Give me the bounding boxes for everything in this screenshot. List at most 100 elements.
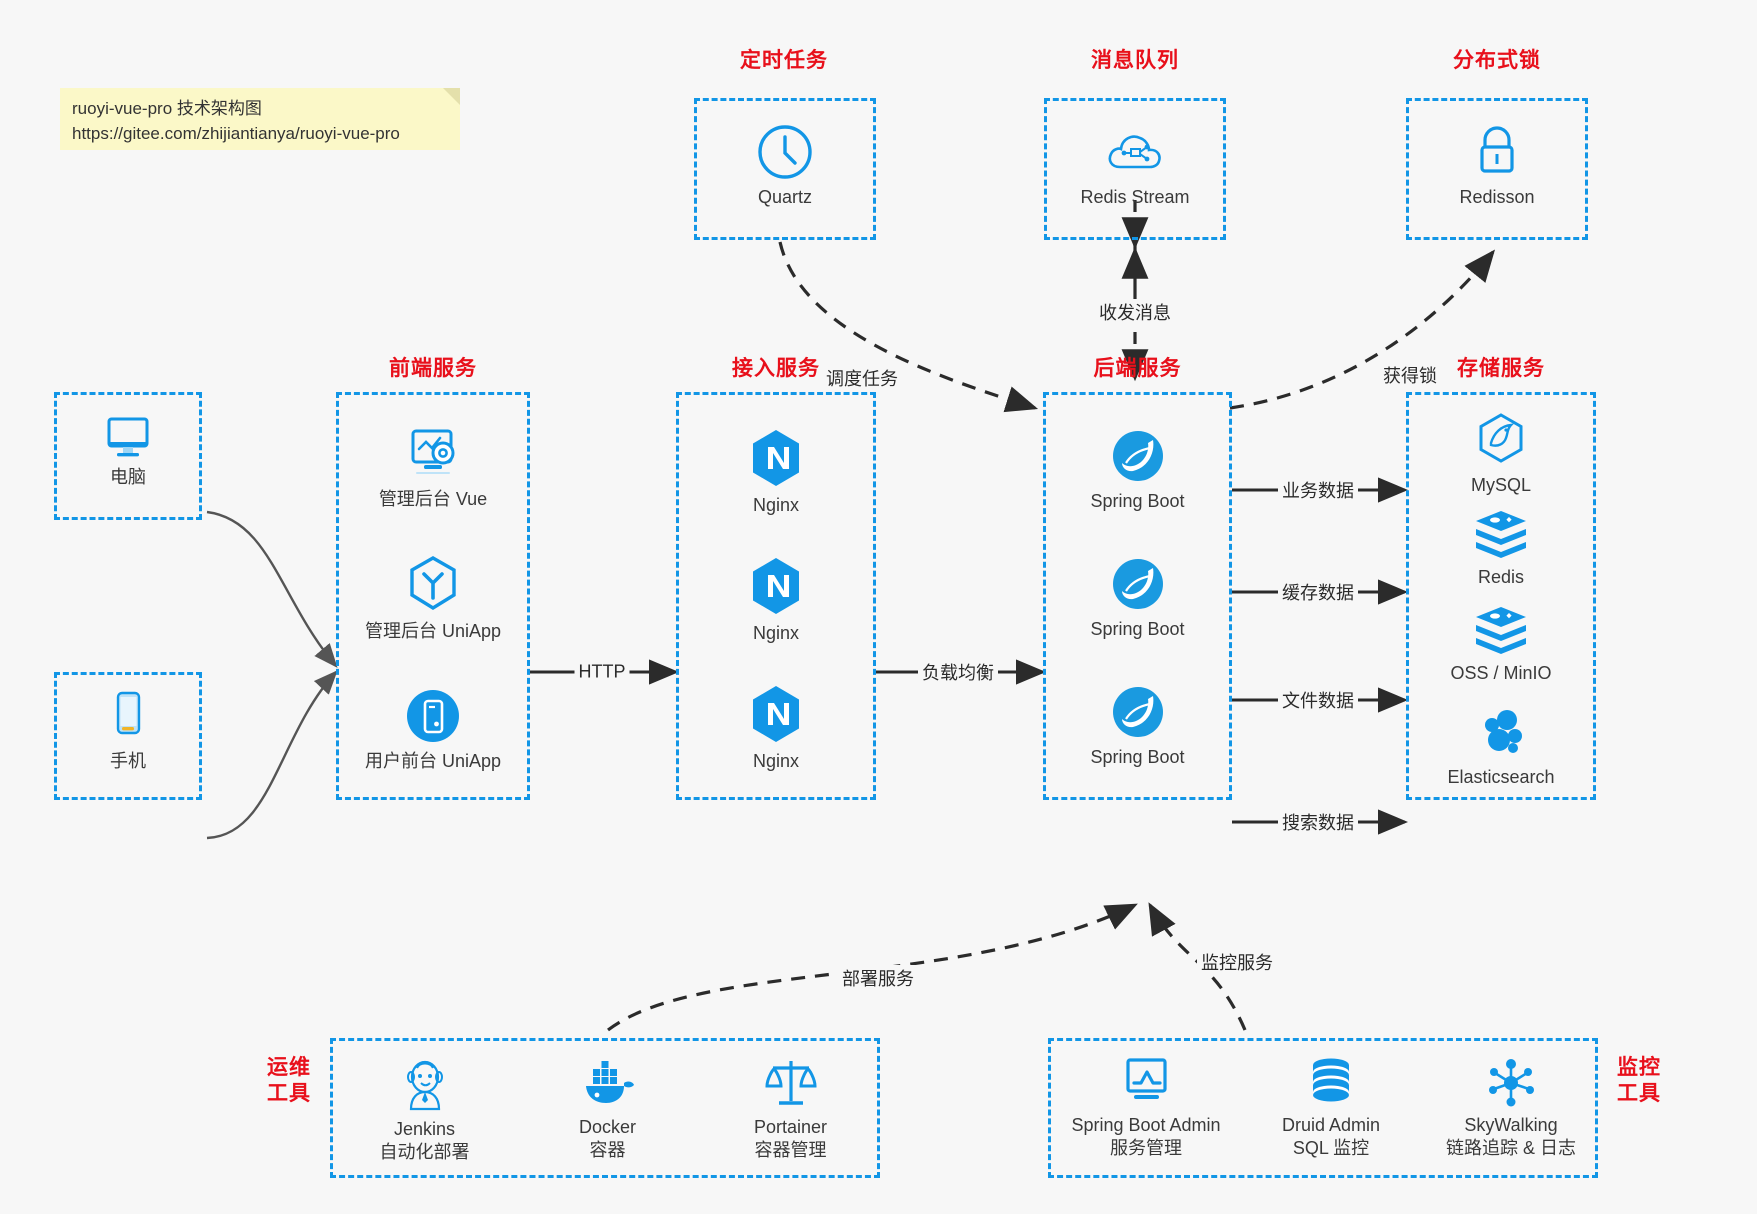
group-title-backend: 后端服务 — [1093, 357, 1182, 380]
group-frontend: 管理后台 Vue 管理后台 UniApp 用户前台 UniApp — [336, 392, 530, 800]
node-label: Spring Boot — [1090, 619, 1185, 639]
group-lock: Redisson — [1406, 98, 1588, 240]
group-storage: MySQL Redis OSS / MinIO — [1406, 392, 1596, 800]
edge-label-deploy-service: 部署服务 — [838, 965, 918, 991]
desktop-icon — [107, 417, 149, 457]
node-label: OSS / MinIO — [1450, 663, 1552, 683]
edge-label-file-data: 文件数据 — [1278, 687, 1358, 713]
node-label: Redis Stream — [1080, 187, 1190, 207]
mobile-app-icon — [407, 690, 459, 742]
group-backend: Spring Boot Spring Boot Spring Boot — [1043, 392, 1232, 800]
docker-icon — [585, 1061, 634, 1103]
group-devops: Jenkins 自动化部署 Docker 容器 — [330, 1038, 880, 1178]
group-gateway: Nginx Nginx Nginx — [676, 392, 876, 800]
group-client-mobile: 手机 — [54, 672, 202, 800]
node-sublabel: 容器管理 — [754, 1140, 827, 1161]
node-label: Spring Boot Admin — [1071, 1115, 1221, 1135]
node-label: Jenkins — [393, 1119, 456, 1139]
nginx-icon — [753, 558, 799, 614]
group-title-devops-line2: 工具 — [267, 1082, 311, 1106]
mysql-icon — [1479, 413, 1523, 463]
node-elasticsearch[interactable]: Elasticsearch — [1409, 707, 1593, 789]
note-line-2: https://gitee.com/zhijiantianya/ruoyi-vu… — [72, 123, 400, 143]
node-label: Nginx — [752, 623, 800, 643]
node-sublabel: 自动化部署 — [379, 1142, 470, 1163]
node-label: Druid Admin — [1281, 1115, 1381, 1135]
node-sublabel: SQL 监控 — [1292, 1138, 1370, 1159]
group-title-monitor-line2: 工具 — [1617, 1082, 1661, 1106]
oss-minio-icon — [1476, 607, 1526, 654]
node-druid-admin[interactable]: Druid Admin SQL 监控 — [1241, 1055, 1421, 1161]
group-title-devops: 运维 工具 — [258, 1055, 320, 1108]
edge-label-send-receive-message: 收发消息 — [1095, 299, 1175, 325]
node-label: MySQL — [1470, 475, 1531, 495]
group-title-scheduler: 定时任务 — [740, 49, 828, 72]
node-nginx-3[interactable]: Nginx — [679, 683, 873, 773]
group-title-mq: 消息队列 — [1091, 49, 1179, 72]
note-fold-corner — [443, 88, 460, 105]
node-redis-stream[interactable]: Redis Stream — [1047, 123, 1223, 209]
edge-label-http: HTTP — [574, 661, 630, 683]
node-docker[interactable]: Docker 容器 — [516, 1059, 699, 1163]
group-mq: Redis Stream — [1044, 98, 1226, 240]
node-admin-vue[interactable]: 管理后台 Vue — [339, 425, 527, 511]
group-monitor: Spring Boot Admin 服务管理 Druid Admin SQL 监… — [1048, 1038, 1598, 1178]
edge-label-cache-data: 缓存数据 — [1278, 579, 1358, 605]
node-label: 用户前台 UniApp — [364, 751, 502, 771]
node-desktop[interactable]: 电脑 — [57, 411, 199, 489]
node-user-uniapp[interactable]: 用户前台 UniApp — [339, 687, 527, 773]
diagram-note: ruoyi-vue-pro 技术架构图 https://gitee.com/zh… — [60, 88, 460, 150]
nginx-icon — [753, 686, 799, 742]
node-label: 管理后台 Vue — [378, 489, 488, 509]
edge-label-search-data: 搜索数据 — [1278, 809, 1358, 835]
group-title-gateway: 接入服务 — [732, 357, 820, 380]
node-oss-minio[interactable]: OSS / MinIO — [1409, 603, 1593, 685]
node-nginx-2[interactable]: Nginx — [679, 555, 873, 645]
node-label: 管理后台 UniApp — [364, 621, 502, 641]
node-admin-uniapp[interactable]: 管理后台 UniApp — [339, 553, 527, 643]
node-skywalking[interactable]: SkyWalking 链路追踪 & 日志 — [1421, 1057, 1601, 1161]
node-nginx-1[interactable]: Nginx — [679, 427, 873, 517]
node-label: Docker — [578, 1117, 636, 1137]
monitor-chart-icon — [1126, 1058, 1167, 1099]
jenkins-icon — [406, 1060, 443, 1111]
edge-label-monitor-service: 监控服务 — [1197, 949, 1277, 975]
node-spring-boot-2[interactable]: Spring Boot — [1046, 555, 1229, 641]
cloud-stream-icon — [1108, 135, 1161, 169]
node-redis[interactable]: Redis — [1409, 507, 1593, 589]
note-line-1: ruoyi-vue-pro 技术架构图 — [72, 99, 262, 118]
node-mobile[interactable]: 手机 — [57, 689, 199, 773]
mobile-icon — [116, 691, 141, 735]
node-jenkins[interactable]: Jenkins 自动化部署 — [333, 1057, 516, 1165]
node-label: SkyWalking — [1464, 1115, 1558, 1135]
node-sublabel: 链路追踪 & 日志 — [1445, 1138, 1576, 1159]
node-label: Quartz — [757, 187, 813, 207]
node-quartz[interactable]: Quartz — [697, 123, 873, 209]
node-label: Portainer — [753, 1117, 828, 1137]
group-title-lock: 分布式锁 — [1453, 49, 1541, 72]
group-client-desktop: 电脑 — [54, 392, 202, 520]
edge-label-acquire-lock: 获得锁 — [1379, 362, 1441, 388]
spring-boot-icon — [1112, 559, 1163, 609]
node-mysql[interactable]: MySQL — [1409, 411, 1593, 497]
node-label: Nginx — [752, 495, 800, 515]
node-sublabel: 容器 — [589, 1140, 626, 1161]
spring-boot-icon — [1112, 687, 1163, 737]
node-label: Elasticsearch — [1447, 767, 1555, 787]
node-label: 电脑 — [110, 467, 146, 487]
node-label: 手机 — [110, 751, 146, 771]
node-portainer[interactable]: Portainer 容器管理 — [699, 1055, 882, 1163]
node-spring-boot-3[interactable]: Spring Boot — [1046, 683, 1229, 769]
node-label: Redis — [1477, 567, 1525, 587]
lock-icon — [1480, 126, 1514, 173]
node-spring-boot-admin[interactable]: Spring Boot Admin 服务管理 — [1051, 1055, 1241, 1161]
uniapp-hexagon-icon — [410, 556, 456, 610]
node-redisson[interactable]: Redisson — [1409, 123, 1585, 209]
node-spring-boot-1[interactable]: Spring Boot — [1046, 427, 1229, 513]
edge-label-schedule-task: 调度任务 — [822, 365, 902, 391]
node-label: Spring Boot — [1090, 491, 1185, 511]
portainer-icon — [764, 1061, 817, 1105]
skywalking-icon — [1489, 1059, 1534, 1107]
database-icon — [1313, 1058, 1349, 1102]
